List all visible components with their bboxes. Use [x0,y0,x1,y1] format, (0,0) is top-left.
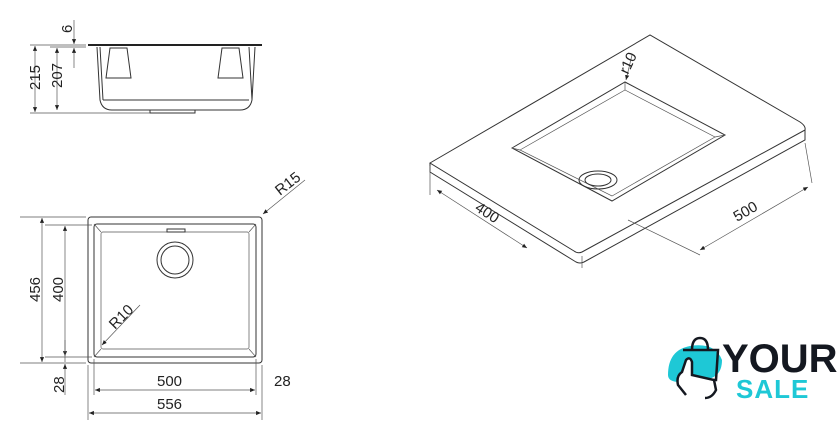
dim-iso-corner-radius: r10 [616,50,641,77]
logo-text-your: YOUR [722,337,838,381]
dim-outer-height: 456 [27,277,44,302]
dim-bowl-height: 207 [49,63,66,88]
dim-right-margin: 28 [274,373,291,390]
dim-inner-radius: R10 [106,301,137,332]
dim-outer-width: 556 [157,396,182,413]
dim-inner-height: 400 [50,277,67,302]
dim-bottom-margin: 28 [51,376,68,393]
dim-rim-thickness: 6 [59,25,76,33]
dim-iso-width: 500 [731,198,761,225]
logo-text-sale: SALE [736,374,809,404]
pointing-hand-icon [676,357,718,400]
your-sale-logo: YOUR SALE [668,336,838,404]
dim-inner-width: 500 [157,373,182,390]
dim-total-height: 215 [27,65,44,90]
iso-view: 400 500 r10 [429,34,813,268]
dim-iso-depth: 400 [472,199,502,227]
plan-view: 456 400 28 500 28 556 R15 R10 [20,169,306,420]
dim-outer-radius: R15 [272,169,304,199]
side-view: 215 207 6 [27,20,262,114]
